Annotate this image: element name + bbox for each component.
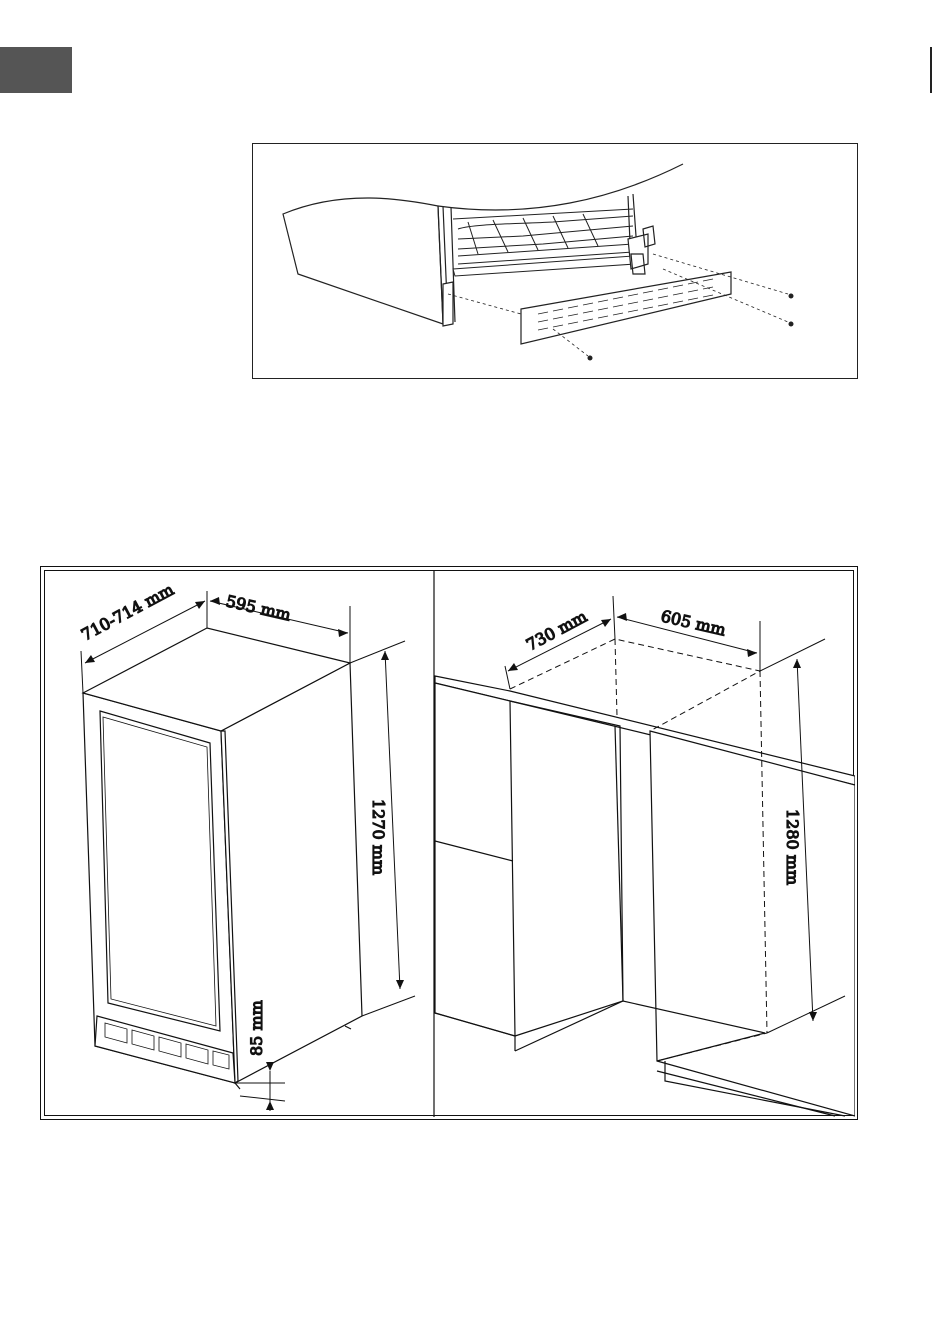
plinth-label: 85 mm bbox=[247, 1000, 266, 1056]
kickplate-installation-figure bbox=[252, 143, 858, 379]
chapter-tab bbox=[0, 47, 72, 93]
dimensions-figure: 710-714 mm 595 mm 1270 mm 85 mm bbox=[40, 566, 858, 1120]
niche-width-label: 605 mm bbox=[659, 606, 728, 639]
wine-shelves bbox=[453, 209, 635, 276]
page-edge-mark bbox=[930, 47, 932, 93]
screw-icon bbox=[588, 356, 593, 361]
niche-height-label: 1280 mm bbox=[783, 809, 802, 885]
ventilation-grille bbox=[521, 272, 731, 344]
depth-label: 710-714 mm bbox=[78, 580, 177, 645]
dimensions-frame: 710-714 mm 595 mm 1270 mm 85 mm bbox=[44, 570, 854, 1116]
kickplate-illustration bbox=[253, 144, 857, 378]
appliance-drawing bbox=[83, 628, 362, 1089]
niche-depth-label: 730 mm bbox=[523, 607, 590, 655]
width-label: 595 mm bbox=[224, 591, 293, 624]
height-label: 1270 mm bbox=[369, 799, 388, 875]
screw-icon bbox=[789, 294, 794, 299]
dimensions-drawing: 710-714 mm 595 mm 1270 mm 85 mm bbox=[45, 571, 855, 1117]
screw-icon bbox=[789, 322, 794, 327]
